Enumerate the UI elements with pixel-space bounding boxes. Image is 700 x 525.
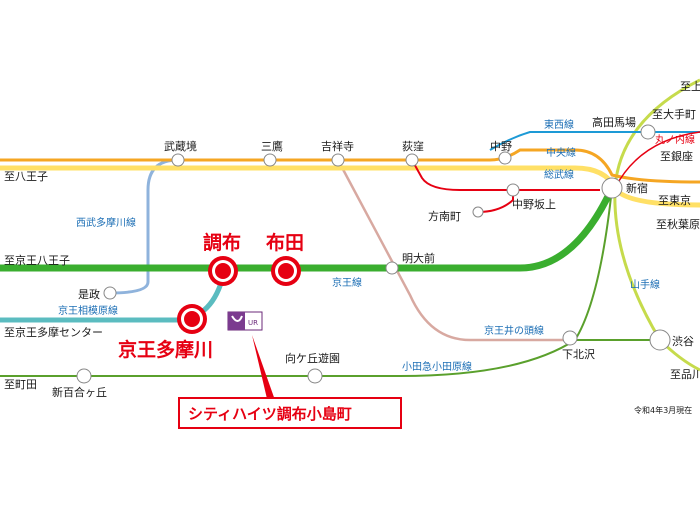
label-keio-tamacenter: 至京王多摩センター bbox=[4, 325, 103, 339]
label-kichijoji: 吉祥寺 bbox=[321, 139, 354, 153]
line-label-keio: 京王線 bbox=[332, 276, 362, 289]
keio-inokashira-line bbox=[336, 159, 575, 342]
label-shinyurigaoka: 新百合ヶ丘 bbox=[52, 385, 107, 399]
station-mitaka[interactable] bbox=[263, 153, 277, 167]
label-meidaimae: 明大前 bbox=[402, 251, 435, 265]
label-shinjuku: 新宿 bbox=[626, 181, 648, 195]
label-shibuya: 渋谷 bbox=[672, 335, 694, 348]
station-ogikubo[interactable] bbox=[405, 153, 419, 167]
label-keio-tamagawa: 京王多摩川 bbox=[118, 338, 213, 361]
sobu-line bbox=[0, 165, 700, 208]
label-mukogaokayuen: 向ケ丘遊園 bbox=[285, 351, 340, 365]
label-hachioji: 至八王子 bbox=[4, 170, 48, 183]
label-ogikubo: 荻窪 bbox=[402, 139, 424, 153]
ur-logo-text: UR bbox=[248, 319, 258, 327]
label-ueno: 至上野 bbox=[680, 80, 700, 93]
label-chofu: 調布 bbox=[203, 231, 241, 254]
label-ginza: 至銀座 bbox=[660, 149, 693, 163]
label-fuda: 布田 bbox=[266, 231, 304, 254]
label-marunouchi: 丸ノ内線 bbox=[655, 133, 695, 146]
callout-pointer bbox=[252, 335, 276, 403]
label-tokyo: 至東京 bbox=[658, 193, 691, 207]
line-label-odakyu: 小田急小田原線 bbox=[402, 360, 472, 373]
station-musashisakai[interactable] bbox=[171, 153, 185, 167]
station-meidaimae[interactable] bbox=[385, 261, 399, 275]
line-label-keio-inokashira: 京王井の頭線 bbox=[484, 324, 544, 337]
seibu-tamagawa-line bbox=[109, 158, 179, 295]
station-honancho[interactable] bbox=[472, 206, 484, 218]
line-label-seibu-tamagawa: 西武多摩川線 bbox=[76, 216, 136, 229]
ur-logo: UR bbox=[227, 311, 263, 331]
label-takadanobaba: 高田馬場 bbox=[592, 115, 636, 129]
property-name: シティハイツ調布小島町 bbox=[188, 405, 352, 423]
station-keio-tamagawa-marker[interactable] bbox=[177, 304, 207, 334]
station-fuda-marker[interactable] bbox=[271, 256, 301, 286]
line-label-chuo: 中央線 bbox=[546, 146, 576, 159]
marunouchi-east-line bbox=[614, 131, 700, 189]
line-label-keio-sagamihara: 京王相模原線 bbox=[58, 304, 118, 317]
station-shinjuku[interactable] bbox=[601, 177, 623, 199]
station-chofu-marker[interactable] bbox=[208, 256, 238, 286]
line-label-sobu: 総武線 bbox=[544, 168, 574, 181]
odakyu-line bbox=[0, 339, 660, 377]
label-nakanosakaue: 中野坂上 bbox=[512, 198, 556, 211]
label-keio-hachioji: 至京王八王子 bbox=[4, 253, 70, 267]
callout-box bbox=[178, 397, 402, 429]
label-mitaka: 三鷹 bbox=[261, 139, 283, 153]
odakyu-branch-line bbox=[574, 187, 613, 341]
station-shibuya[interactable] bbox=[649, 329, 671, 351]
station-koremasa[interactable] bbox=[103, 286, 117, 300]
station-mukogaokayuen[interactable] bbox=[307, 368, 323, 384]
station-kichijoji[interactable] bbox=[331, 153, 345, 167]
tozai-line bbox=[489, 131, 700, 151]
label-shinagawa: 至品川 bbox=[670, 368, 700, 381]
station-shinyurigaoka[interactable] bbox=[76, 368, 92, 384]
date-note: 令和4年3月現在 bbox=[634, 405, 692, 415]
label-machida: 至町田 bbox=[4, 378, 37, 391]
keio-line bbox=[0, 186, 616, 272]
yamanote-line bbox=[613, 78, 700, 372]
label-shimokitazawa: 下北沢 bbox=[562, 347, 595, 361]
line-label-yamanote: 山手線 bbox=[630, 278, 660, 291]
marunouchi-line bbox=[411, 159, 600, 191]
station-shimokitazawa[interactable] bbox=[562, 330, 578, 346]
label-koremasa: 是政 bbox=[78, 287, 100, 301]
label-nakano: 中野 bbox=[490, 140, 512, 153]
station-nakanosakaue[interactable] bbox=[506, 183, 520, 197]
label-akihabara: 至秋葉原 bbox=[656, 217, 700, 231]
label-otemachi: 至大手町 bbox=[652, 107, 696, 121]
station-takadanobaba[interactable] bbox=[640, 124, 656, 140]
line-label-tozai: 東西線 bbox=[544, 118, 574, 131]
label-musashisakai: 武蔵境 bbox=[164, 139, 197, 153]
label-honancho: 方南町 bbox=[428, 209, 461, 223]
station-nakano[interactable] bbox=[498, 151, 512, 165]
